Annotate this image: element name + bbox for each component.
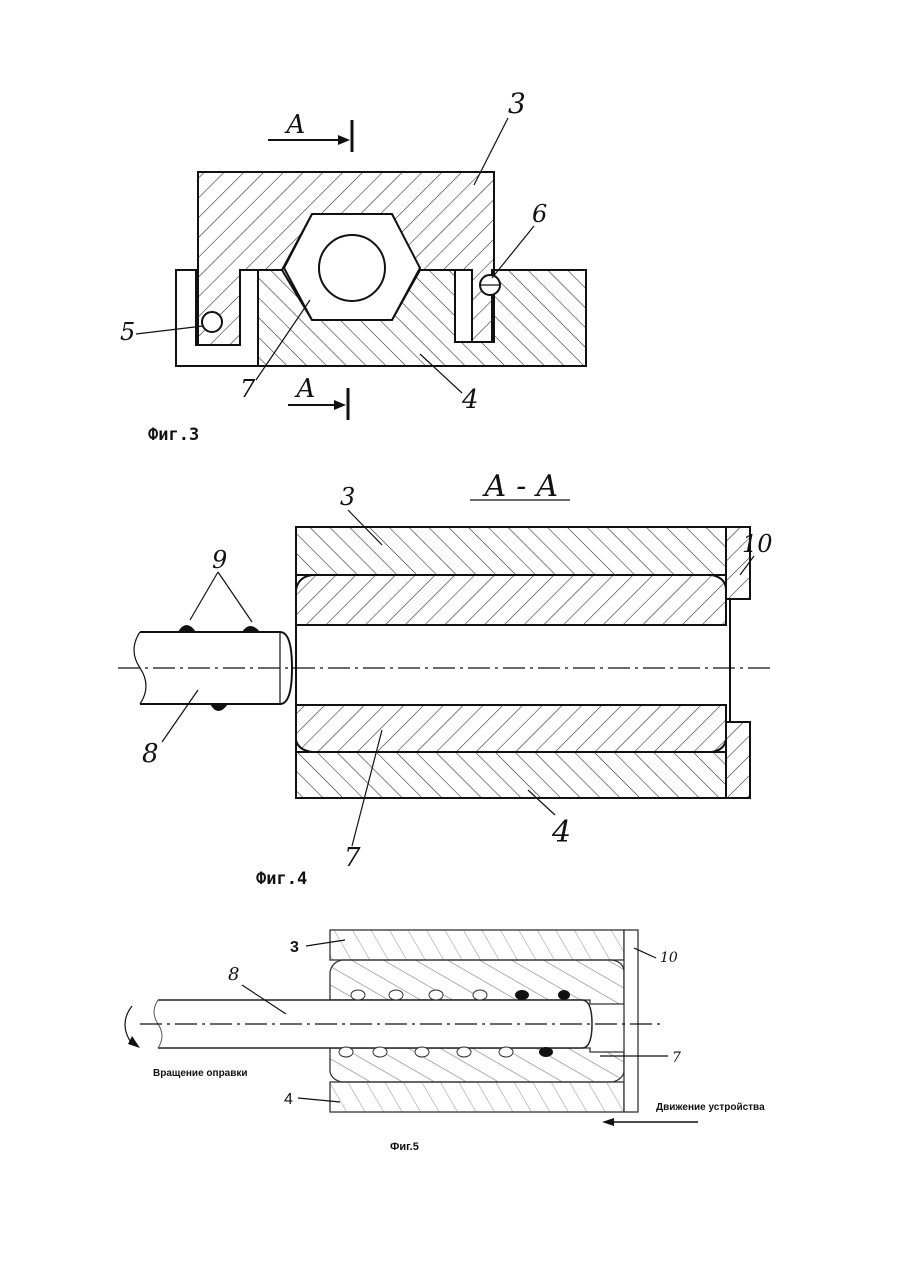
label-4: 4 [461,385,479,415]
part-7-insert-upper [296,575,726,625]
part-7-insert-lower [296,705,726,752]
figure-3: А 3 6 5 7 4 А Фиг.3 [120,87,586,445]
part-3-shell [330,930,624,960]
figure-5: 3 4 10 7 8 Вращение оправки Движение уст… [125,930,765,1153]
figure-5-caption: Фиг.5 [390,1141,419,1153]
label-6: 6 [532,200,547,228]
rotation-caption: Вращение оправки [153,1068,248,1079]
label-3: 3 [290,939,299,956]
label-3: 3 [508,87,526,120]
label-3: 3 [340,483,355,511]
weld-9-right [242,626,260,632]
pin-5 [202,312,222,332]
section-mark-bottom: А [294,374,316,404]
part-3-shell [296,527,726,575]
part-10-plate [624,930,638,1112]
label-7: 7 [672,1050,681,1066]
label-4: 4 [284,1091,293,1108]
part-10-plate-bottom [726,722,750,798]
bore-circle [319,235,385,301]
section-arrow-top: А [268,110,352,152]
label-8: 8 [228,964,239,985]
weld-9-left [178,625,196,632]
label-4: 4 [551,815,571,850]
section-arrow-bottom: А [288,374,348,420]
label-5: 5 [120,318,135,346]
figure-4-caption: Фиг.4 [256,869,307,889]
figure-4: А - А 3 10 9 8 [118,469,773,889]
label-7: 7 [344,843,361,873]
section-mark-top: А [284,110,306,140]
label-8: 8 [142,739,159,769]
weld-9-bottom [210,704,228,711]
figure-3-caption: Фиг.3 [148,425,199,445]
label-9: 9 [212,546,227,574]
section-title: А - А [482,469,559,504]
label-7: 7 [240,375,256,403]
label-10: 10 [742,530,773,558]
label-10: 10 [660,950,678,966]
part-4-shell [330,1082,624,1112]
part-4-shell [296,752,726,798]
motion-caption: Движение устройства [656,1102,765,1113]
